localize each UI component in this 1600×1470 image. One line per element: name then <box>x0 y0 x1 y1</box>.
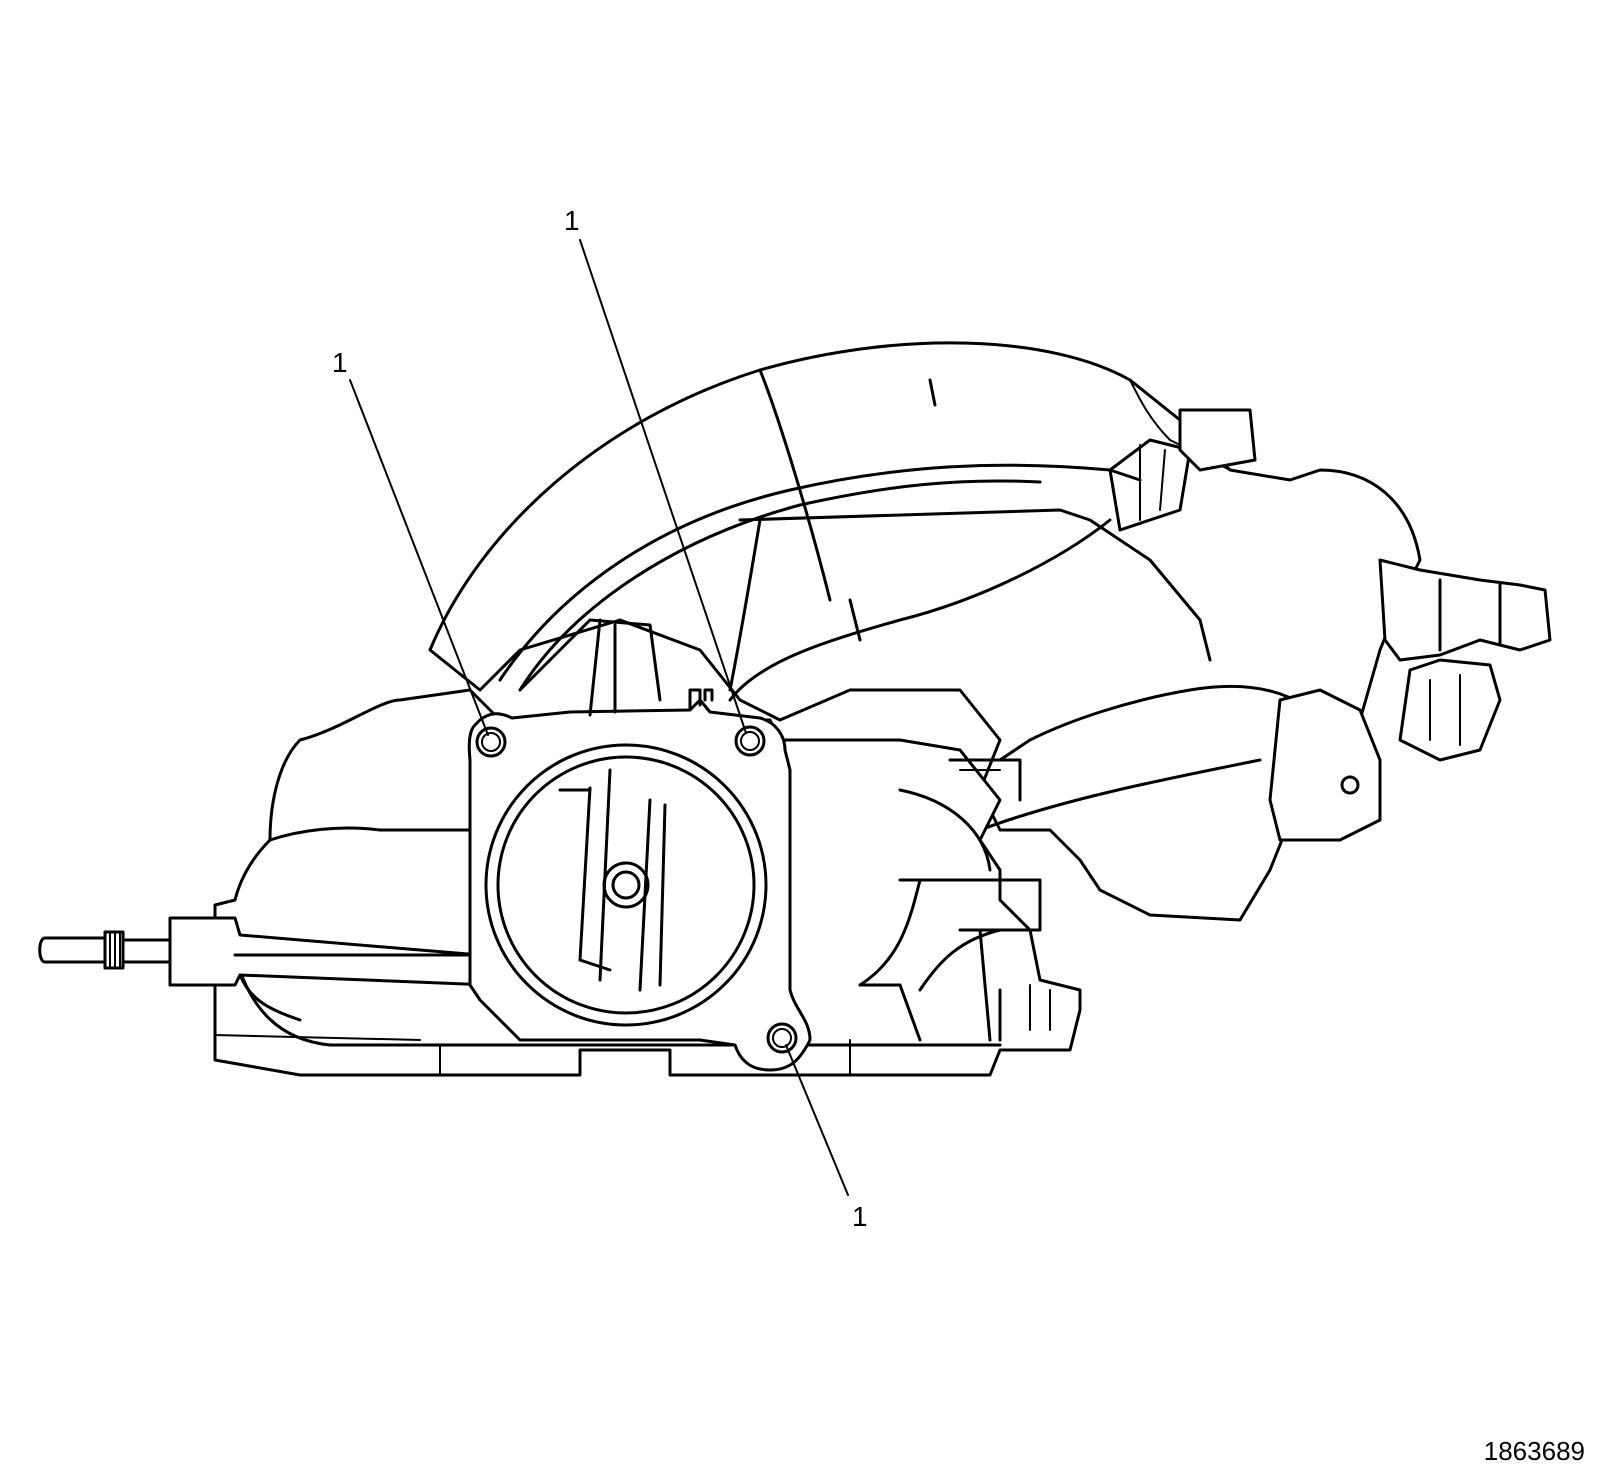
leader-line-1 <box>349 379 489 736</box>
leader-line-3 <box>785 1044 849 1196</box>
callout-label: 1 <box>332 347 348 378</box>
throttle-body-flange <box>467 688 812 1072</box>
right-plenum <box>1178 408 1552 842</box>
bolt-hole-lower <box>766 1022 798 1054</box>
bolt-hole-upper-right <box>734 725 766 757</box>
callout-label: 1 <box>852 1201 868 1232</box>
bolt-hole-upper-left <box>475 726 507 758</box>
leader-lines <box>349 239 849 1196</box>
figure-id: 1863689 <box>1484 1436 1585 1466</box>
callout-label: 1 <box>564 205 580 236</box>
upper-plenum <box>428 341 1422 922</box>
leader-line-2 <box>579 239 747 734</box>
upper-struts <box>518 618 662 717</box>
